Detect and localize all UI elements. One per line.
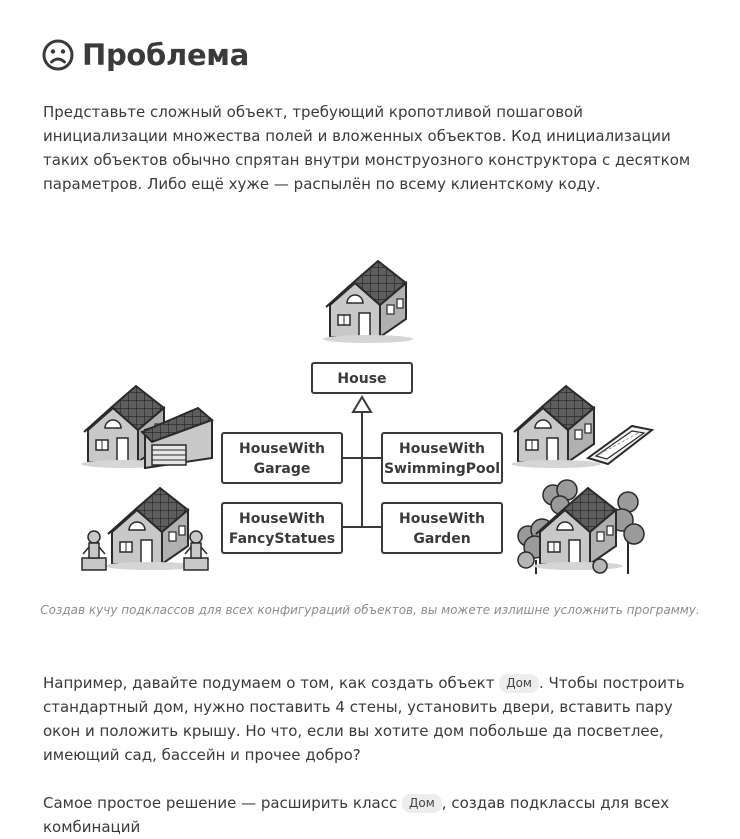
inheritance-lines (343, 412, 381, 528)
paragraph-solution: Самое простое решение — расширить класс … (43, 791, 703, 839)
section-title: Проблема (82, 38, 249, 72)
paragraph-text: Например, давайте подумаем о том, как со… (43, 674, 500, 692)
subclass-box-garden: HouseWith Garden (381, 502, 503, 554)
house-illustration (322, 260, 414, 344)
paragraph-text: Самое простое решение — расширить класс (43, 794, 402, 812)
subclass-line1: HouseWith (399, 511, 485, 527)
subclass-line1: HouseWith (239, 441, 325, 457)
subclass-line2: SwimmingPool (384, 461, 500, 477)
inline-code: Дом (499, 674, 539, 693)
house-with-garden-illustration (517, 479, 645, 574)
subclass-box-pool: HouseWith SwimmingPool (381, 432, 503, 484)
subclass-line2: FancyStatues (229, 531, 335, 547)
house-with-pool-illustration (510, 385, 655, 469)
paragraph-text: . Чтобы построить стандартный дом, нужно… (43, 674, 685, 764)
subclass-line1: HouseWith (399, 441, 485, 457)
subclass-line2: Garden (413, 531, 470, 547)
paragraph-example: Например, давайте подумаем о том, как со… (43, 671, 703, 767)
diagram-caption: Создав кучу подклассов для всех конфигур… (40, 603, 700, 617)
inheritance-arrow (351, 395, 373, 413)
inline-code: Дом (402, 794, 442, 813)
house-with-garage-illustration (80, 385, 214, 470)
subclass-box-garage: HouseWith Garage (221, 432, 343, 484)
sad-face-icon (42, 39, 74, 71)
base-class-box: House (311, 362, 413, 394)
base-class-label: House (337, 371, 386, 387)
subclass-line2: Garage (254, 461, 311, 477)
house-with-statues-illustration (81, 487, 209, 571)
intro-paragraph: Представьте сложный объект, требующий кр… (43, 103, 691, 193)
class-diagram: House HouseWith Garage HouseWith Swimmin… (80, 260, 655, 574)
subclass-box-statues: HouseWith FancyStatues (221, 502, 343, 554)
subclass-line1: HouseWith (239, 511, 325, 527)
section-heading: Проблема (42, 38, 249, 72)
